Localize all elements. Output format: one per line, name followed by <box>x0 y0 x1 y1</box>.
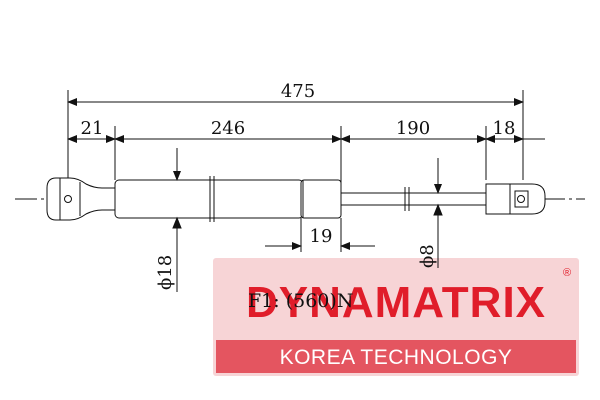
dimension-total <box>67 90 524 180</box>
force-label: F1: (560)N <box>248 290 353 312</box>
left-end-fitting <box>46 177 116 221</box>
brand-tagline-bar <box>216 340 576 373</box>
dimension-body-label: 246 <box>211 118 245 139</box>
seal-section <box>300 179 342 219</box>
body-diameter-callout <box>172 148 182 292</box>
dimension-end-right-label: 18 <box>493 118 516 139</box>
brand-name: DYNAMATRIX <box>246 278 546 327</box>
piston-rod <box>340 187 487 211</box>
body-diameter-label: ϕ18 <box>155 255 176 290</box>
rod-diameter-callout <box>433 158 443 268</box>
dimension-rod-label: 190 <box>396 118 430 139</box>
right-pivot-hole <box>517 195 525 203</box>
dimension-total-label: 475 <box>281 81 315 102</box>
right-end-fitting <box>485 183 546 215</box>
rod-diameter-label: ϕ8 <box>417 244 438 268</box>
left-pivot-hole <box>64 195 72 203</box>
dimension-seal-label: 19 <box>310 226 333 247</box>
dimension-end-left-label: 21 <box>81 118 104 139</box>
dimension-row-2 <box>67 126 545 185</box>
dimension-seal <box>265 218 375 252</box>
brand-tagline: KOREA TECHNOLOGY <box>280 346 513 369</box>
brand-registered-mark: ® <box>563 267 571 279</box>
cylinder-body <box>114 176 342 222</box>
